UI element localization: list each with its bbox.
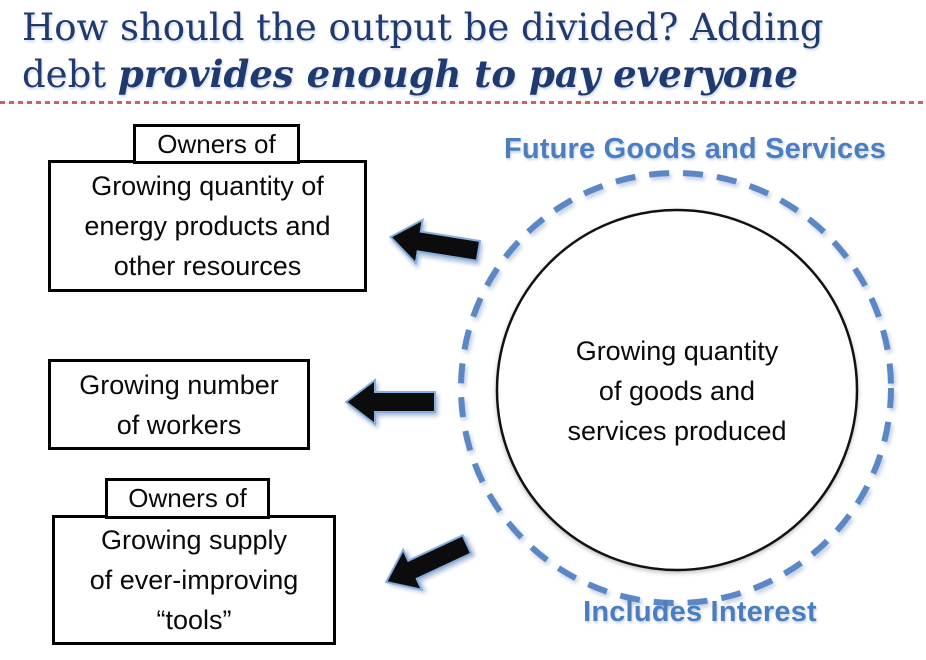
box-energy-line-2: energy products and xyxy=(84,211,331,241)
owners-of-tab-energy: Owners of xyxy=(133,124,300,164)
box-tools-line-2: of ever-improving xyxy=(89,565,299,595)
circle-text: Growing quantity of goods and services p… xyxy=(517,331,837,451)
title-line-2-emphasis: provides enough to pay everyone xyxy=(117,52,798,96)
circle-text-line-3: services produced xyxy=(567,416,787,446)
arrow-left-bottom-icon xyxy=(384,534,473,592)
box-workers: Growing number of workers xyxy=(48,359,310,450)
box-energy-line-1: Growing quantity of xyxy=(91,171,324,201)
title-line-2: debt provides enough to pay everyone xyxy=(22,51,910,98)
includes-interest-label: Includes Interest xyxy=(583,596,817,628)
circle-text-line-2: of goods and xyxy=(598,376,756,406)
owners-of-label: Owners of xyxy=(128,483,247,513)
box-tools: Growing supply of ever-improving “tools” xyxy=(52,515,336,645)
box-workers-line-2: of workers xyxy=(116,409,242,440)
arrow-left-middle-icon xyxy=(344,377,436,427)
box-energy-line-3: other resources xyxy=(113,251,302,281)
title-line-1: How should the output be divided? Adding xyxy=(22,6,824,49)
title-line-2-normal: debt xyxy=(22,53,118,96)
circle-text-line-1: Growing quantity xyxy=(575,336,779,366)
owners-of-tab-tools: Owners of xyxy=(105,478,270,519)
box-tools-line-1: Growing supply xyxy=(100,525,288,555)
dashed-circle-icon xyxy=(458,170,894,606)
future-goods-label: Future Goods and Services xyxy=(503,133,887,165)
box-workers-line-1: Growing number xyxy=(79,369,279,400)
box-tools-line-3: “tools” xyxy=(156,605,232,635)
box-energy-resources: Growing quantity of energy products and … xyxy=(48,160,367,292)
owners-of-label: Owners of xyxy=(157,128,276,159)
slide-title: How should the output be divided? Adding… xyxy=(22,4,910,98)
solid-circle-icon xyxy=(495,208,859,572)
arrow-left-top-icon xyxy=(388,217,482,266)
title-divider-dotted-line xyxy=(0,101,926,104)
